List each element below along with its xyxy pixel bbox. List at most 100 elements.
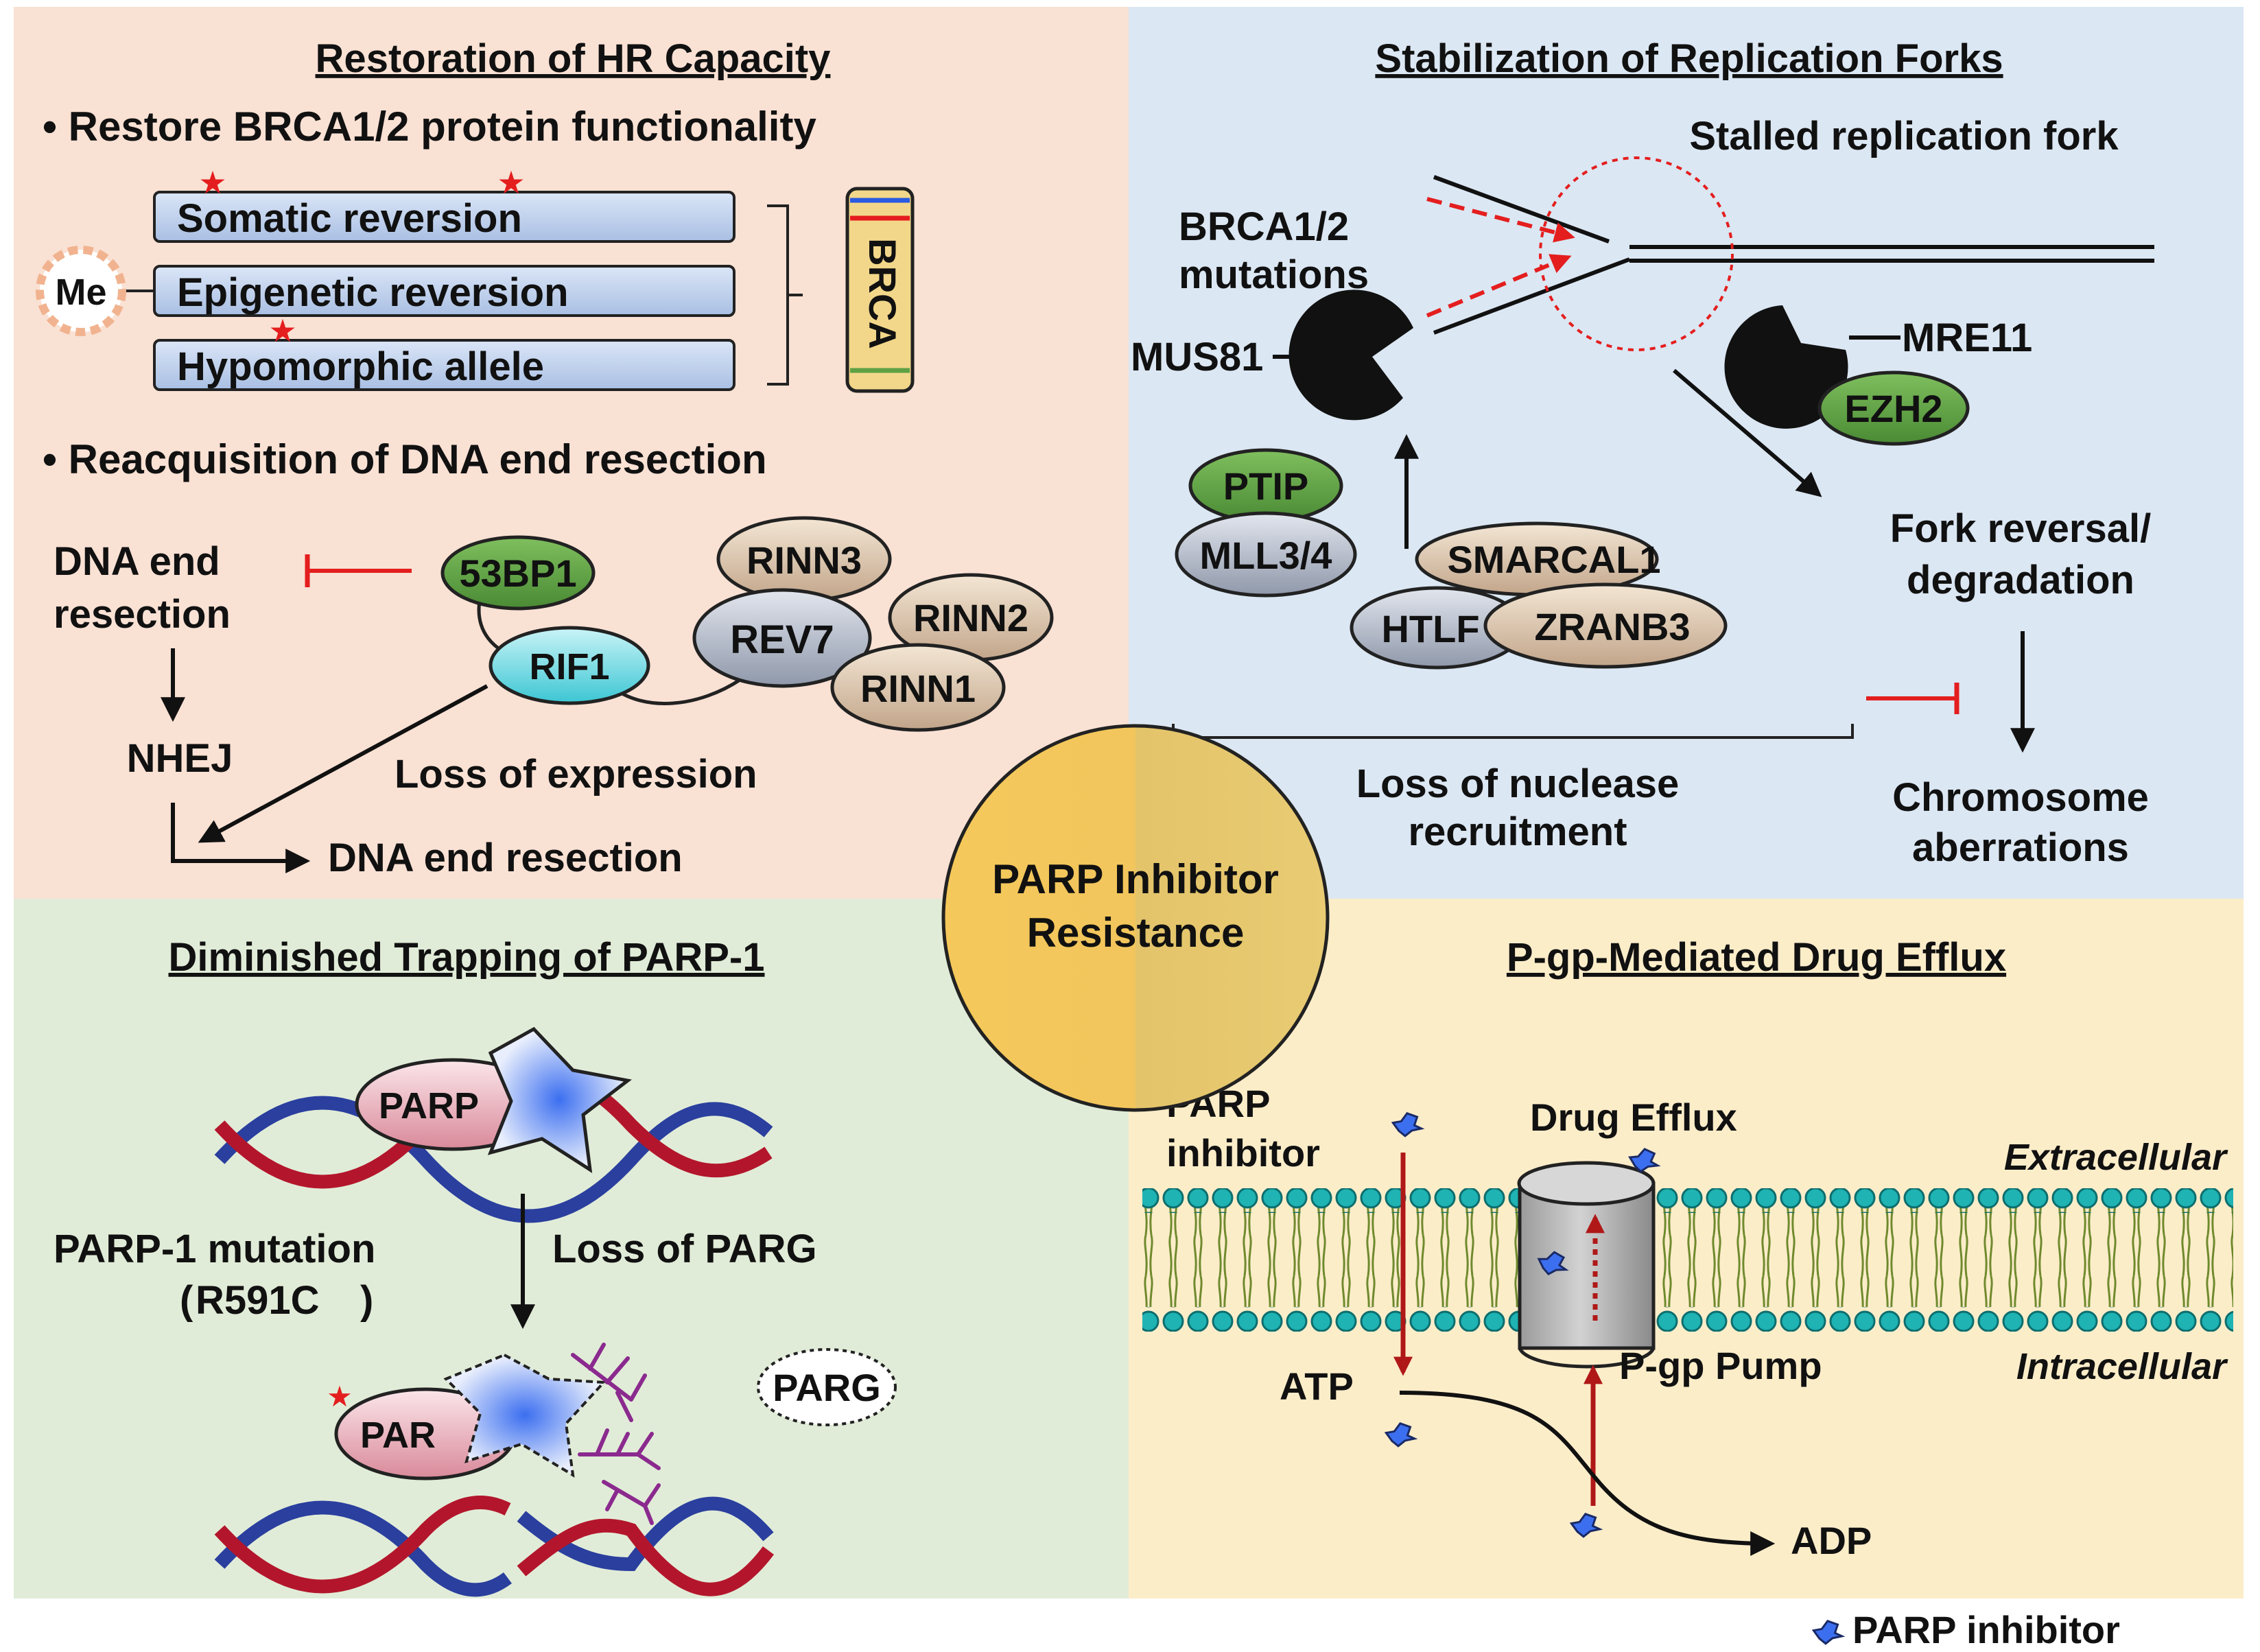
fork-strand-upper [1433, 175, 1610, 244]
parg-label: PARG [773, 1366, 881, 1409]
hr-bracket [767, 204, 803, 386]
inhibitor-molecule-icon [1391, 1112, 1425, 1137]
fork-reversal-label-1: Fork reversal/ [1890, 506, 2151, 551]
nhej-to-resection-arrow [171, 803, 311, 873]
hr-bullet-resection: • Reacquisition of DNA end resection [43, 436, 767, 482]
protein-ezh2-label: EZH2 [1844, 387, 1942, 430]
parp-mutation-star-icon: ★ [327, 1380, 353, 1413]
hypomorphic-allele-label: Hypomorphic allele [177, 344, 544, 389]
mus81-label: MUS81 [1131, 335, 1263, 379]
loss-of-expression-label: Loss of expression [395, 752, 757, 796]
protein-ezh2 [1817, 370, 1970, 446]
brca-mutations-label-1: BRCA1/2 [1179, 204, 1349, 249]
membrane-heads-top [1142, 1188, 2233, 1213]
dna-helix-bottom-red-2 [517, 1518, 774, 1596]
hr-title: Restoration of HR Capacity [316, 36, 831, 81]
hr-bullet-restore: • Restore BRCA1/2 protein functionality [43, 104, 816, 150]
intracellular-label: Intracellular [2016, 1346, 2228, 1387]
stall-dashed-upper [1426, 197, 1575, 243]
center-title-line2: Resistance [1027, 910, 1245, 956]
legend-inhibitor-icon [1811, 1620, 1846, 1645]
trapping-panel-bg [14, 899, 1129, 1598]
par-label: PAR [360, 1415, 436, 1456]
inhibitor-molecule-icon [1569, 1513, 1603, 1538]
protein-rif1 [489, 626, 650, 705]
loss-nuclease-label-1: Loss of nuclease [1356, 762, 1680, 806]
dna-helix-bottom-red [214, 1496, 511, 1594]
efflux-title: P-gp-Mediated Drug Efflux [1507, 935, 2006, 980]
pgp-pump-body [1518, 1181, 1656, 1350]
mre11-label: MRE11 [1902, 316, 2032, 360]
epigenetic-reversion-label: Epigenetic reversion [177, 270, 569, 315]
protein-rinn2-label: RINN2 [913, 596, 1028, 639]
protein-zranb3-label: ZRANB3 [1534, 605, 1690, 648]
extracellular-label: Extracellular [2004, 1137, 2228, 1178]
parp1-mutation-label: PARP-1 mutation [54, 1227, 375, 1271]
atp-to-adp-arrow [1399, 1391, 1776, 1556]
dna-helix-bottom-blue [214, 1500, 512, 1597]
protein-rinn3-label: RINN3 [746, 539, 862, 582]
dna-helix-top-blue [214, 1096, 773, 1223]
par-chain-icon [571, 1343, 661, 1525]
mutation-code: R591C [196, 1278, 320, 1323]
protein-rif1-label: RIF1 [529, 646, 609, 687]
fork-strand-lower [1433, 257, 1631, 335]
protein-mll [1175, 511, 1357, 598]
mutation-star-icon: ★ [268, 312, 296, 349]
parp-inhibitor-bound-icon [487, 1026, 632, 1173]
stall-dashed-lower [1426, 254, 1572, 318]
atp-label: ATP [1280, 1365, 1354, 1408]
loss-nuclease-label-2: recruitment [1408, 810, 1627, 854]
protein-smarcal1-label: SMARCAL1 [1447, 538, 1660, 581]
trapping-title: Diminished Trapping of PARP-1 [169, 935, 765, 980]
stalled-fork-circle [1539, 156, 1734, 351]
pgp-pump-top [1517, 1161, 1656, 1206]
protein-mll-label: MLL3/4 [1200, 534, 1332, 577]
mre11-nuclease-icon [1724, 305, 1848, 429]
brca-chromosome [845, 187, 915, 393]
dna-end-resection-label-2: resection [54, 592, 231, 637]
parg-enzyme [757, 1348, 897, 1426]
chromosome-label-1: Chromosome [1892, 775, 2149, 820]
dna-end-resection-result: DNA end resection [328, 836, 683, 880]
fork-panel-bg [1129, 7, 2244, 899]
nhej-label: NHEJ [127, 736, 233, 781]
protein-ptip-label: PTIP [1223, 464, 1308, 508]
mutation-star-icon: ★ [198, 164, 226, 201]
loss-expression-arrow [198, 684, 489, 843]
membrane-tails [1142, 1207, 2233, 1307]
somatic-reversion-label: Somatic reversion [177, 196, 522, 241]
adp-label: ADP [1791, 1519, 1872, 1562]
protein-zranb3 [1483, 582, 1728, 669]
hr-panel-bg [14, 7, 1129, 899]
protein-htlf-label: HTLF [1381, 607, 1479, 650]
protein-rev7-label: REV7 [730, 617, 834, 662]
inhibitor-molecule-icon [1384, 1422, 1418, 1448]
stalled-fork-label: Stalled replication fork [1689, 114, 2119, 158]
center-title-line1: PARP Inhibitor [992, 856, 1279, 902]
inhibitor-molecule-icon [1537, 1251, 1569, 1276]
protein-rinn1 [830, 643, 1006, 732]
chromosome-label-2: aberrations [1912, 825, 2129, 870]
protein-53bp1 [440, 535, 596, 611]
loss-of-parg-label: Loss of PARG [552, 1227, 817, 1271]
center-circle [941, 724, 1330, 1112]
mus81-nuclease-icon [1288, 290, 1413, 421]
protein-rinn1-label: RINN1 [860, 667, 976, 710]
brca-mutations-label-2: mutations [1179, 252, 1369, 297]
mutation-paren-close: ) [360, 1278, 373, 1323]
fork-title: Stabilization of Replication Forks [1375, 36, 2003, 81]
parp-inhibitor-label-2: inhibitor [1166, 1131, 1320, 1175]
arrow-to-fork-reversal [1673, 368, 1822, 497]
membrane-heads-bottom [1142, 1307, 2233, 1332]
inhibitor-molecule-icon [1628, 1148, 1661, 1173]
protein-53bp1-label: 53BP1 [459, 552, 576, 595]
parp-label: PARP [379, 1085, 479, 1126]
hypomorphic-allele-box [153, 339, 735, 391]
mutation-paren-open: ( [180, 1278, 193, 1323]
parp-inhibitor-released-icon [443, 1353, 607, 1478]
dna-end-resection-label-1: DNA end [54, 539, 220, 584]
methylation-label: Me [55, 272, 106, 313]
legend-label: PARP inhibitor [1852, 1608, 2120, 1651]
